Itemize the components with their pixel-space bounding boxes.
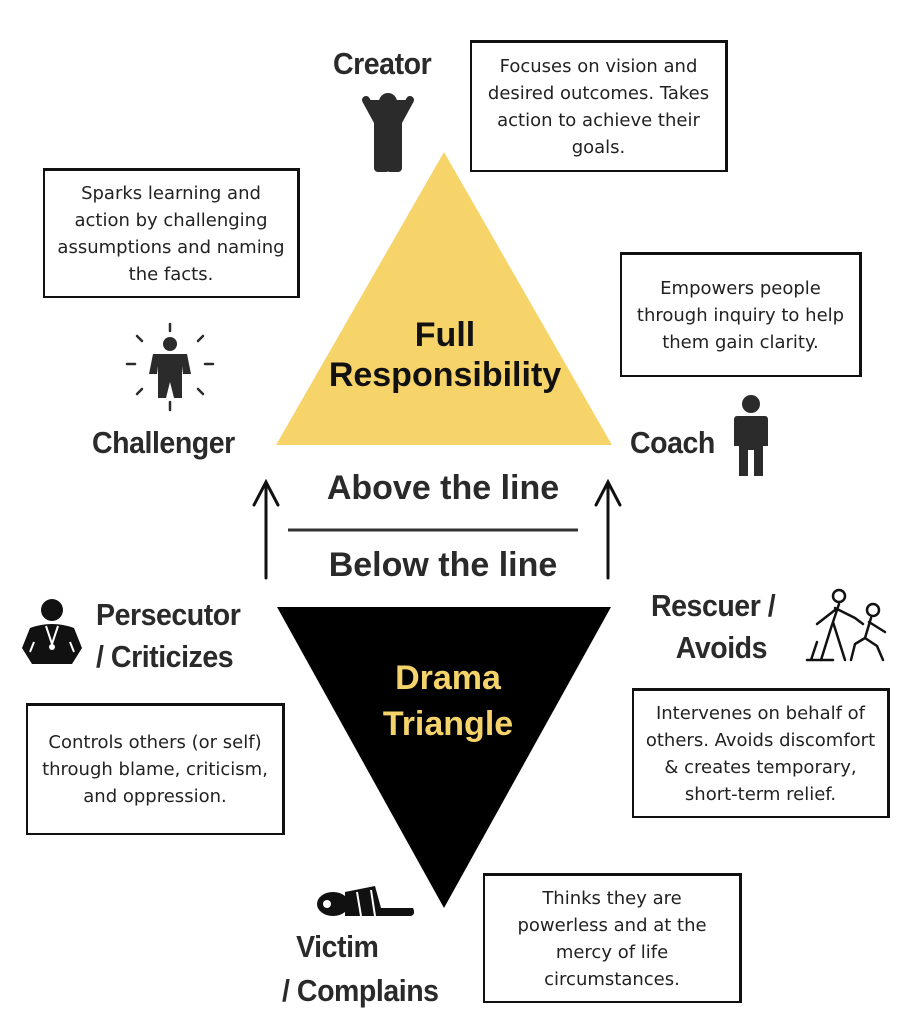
label-line: / Criticizes bbox=[96, 639, 234, 674]
persecutor-description-box: Controls others (or self) through blame,… bbox=[26, 703, 285, 835]
label-line: Rescuer / bbox=[651, 588, 776, 623]
full-responsibility-triangle bbox=[276, 152, 612, 445]
rescuer-helping-icon bbox=[805, 588, 887, 662]
title-line: Drama bbox=[395, 659, 501, 697]
coach-person-icon bbox=[734, 395, 768, 476]
challenger-label: Challenger bbox=[92, 425, 235, 460]
rescuer-label: Rescuer / Avoids bbox=[651, 585, 776, 669]
challenger-person-icon bbox=[125, 322, 215, 412]
coach-label: Coach bbox=[630, 425, 715, 460]
title-line: Responsibility bbox=[328, 356, 562, 394]
creator-description-box: Focuses on vision and desired outcomes. … bbox=[470, 40, 728, 172]
coach-description-box: Empowers people through inquiry to help … bbox=[620, 252, 862, 377]
up-arrow-right bbox=[594, 478, 622, 580]
creator-person-icon bbox=[362, 93, 414, 172]
full-responsibility-title: Full Responsibility bbox=[300, 315, 590, 395]
rescuer-description-box: Intervenes on behalf of others. Avoids d… bbox=[632, 688, 890, 818]
persecutor-label: Persecutor / Criticizes bbox=[96, 594, 241, 678]
drama-triangle bbox=[277, 607, 611, 908]
victim-label: Victim / Complains bbox=[282, 925, 439, 1013]
drama-triangle-title: Drama Triangle bbox=[330, 655, 566, 747]
label-line: Victim bbox=[296, 929, 379, 964]
title-line: Full bbox=[414, 316, 476, 354]
title-line: Triangle bbox=[382, 705, 514, 743]
above-the-line-label: Above the line bbox=[326, 469, 560, 507]
creator-label: Creator bbox=[333, 46, 432, 81]
victim-description-box: Thinks they are powerless and at the mer… bbox=[483, 873, 742, 1003]
label-line: Persecutor bbox=[96, 597, 241, 632]
challenger-description-box: Sparks learning and action by challengin… bbox=[43, 168, 300, 298]
victim-lying-person-icon bbox=[317, 886, 415, 917]
up-arrow-left bbox=[252, 478, 280, 580]
label-line: Avoids bbox=[675, 630, 768, 665]
below-the-line-label: Below the line bbox=[328, 546, 558, 584]
label-line: / Complains bbox=[282, 973, 439, 1008]
persecutor-person-icon bbox=[22, 599, 82, 664]
